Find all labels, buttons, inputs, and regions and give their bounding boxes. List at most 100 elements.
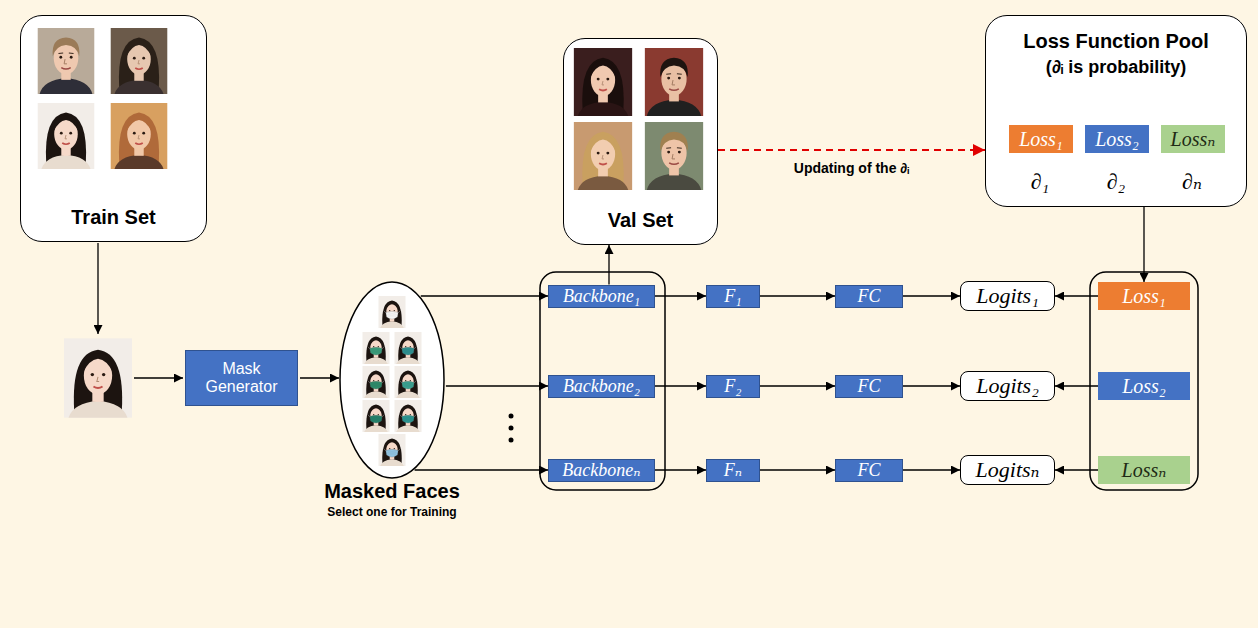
masked-face: [378, 296, 405, 328]
val-set-panel: [563, 38, 718, 245]
arrow-connector: [1055, 469, 1098, 470]
arrow-connector: [1055, 385, 1098, 386]
loss-box: Loss₁: [1098, 282, 1190, 310]
masked-face: [378, 434, 405, 466]
loss-box: Lossₙ: [1161, 125, 1225, 153]
arrow-connector: [1055, 295, 1098, 296]
backbone-box: Backbone₂: [548, 375, 655, 398]
arrow-connector: [903, 385, 960, 386]
train-set-panel: [20, 15, 207, 242]
fc-box: FC: [835, 375, 903, 398]
loss-box: Loss₂: [1098, 372, 1190, 400]
loss-box: Lossₙ: [1098, 456, 1190, 484]
node-label: Lossₙ: [1171, 128, 1216, 151]
process-box: Mask Generator: [185, 350, 298, 406]
arrow-connector: [760, 469, 835, 470]
arrow-connector: [903, 295, 960, 296]
node-label: Masked Faces: [324, 480, 460, 503]
node-label: Lossₙ: [1122, 459, 1167, 482]
node-label: Select one for Training: [327, 505, 456, 519]
node-label: Backbone₁: [563, 286, 640, 307]
node-label: F₁: [724, 286, 741, 307]
node-label: Loss₁: [1019, 128, 1063, 151]
arrow-connector: [718, 149, 985, 151]
arrow-connector: [903, 469, 960, 470]
face-photo: [38, 28, 95, 94]
probability-symbol: ∂₂: [1107, 169, 1126, 195]
node-label: Val Set: [608, 209, 674, 232]
arrow-connector: [421, 295, 548, 296]
node-label: FC: [857, 376, 880, 397]
node-label: Loss Function Pool: [1023, 30, 1209, 53]
arrow-connector: [760, 295, 835, 296]
node-label: Loss₁: [1122, 285, 1166, 308]
edge-label: Updating of the ∂ᵢ: [791, 160, 912, 176]
arrow-connector: [446, 385, 548, 386]
flow-arrow: [97, 243, 98, 334]
arrow-connector: [655, 385, 706, 386]
masked-face: [362, 400, 389, 432]
flow-arrow: [134, 377, 183, 378]
masked-face-set: [362, 296, 421, 466]
masked-face: [394, 400, 421, 432]
face-photo: [38, 103, 95, 169]
masked-faces-fill: [340, 282, 444, 478]
probability-symbol: ∂₁: [1031, 169, 1050, 195]
backbone-box: Backbone₁: [548, 285, 655, 308]
input-face-photo: [64, 338, 132, 417]
node-label: Logits₂: [976, 373, 1039, 398]
face-photo: [574, 48, 632, 116]
ellipsis-dot: [509, 426, 514, 431]
node-label: Backbone₂: [563, 376, 640, 397]
dataset-panel: Train Set: [20, 15, 207, 242]
node-label: Backboneₙ: [562, 460, 640, 481]
masked-faces-ellipse: Masked FacesSelect one for Training: [317, 280, 467, 520]
node-label: FC: [857, 460, 880, 481]
feature-box: F₁: [706, 285, 760, 308]
node-label: FC: [857, 286, 880, 307]
feature-box: F₂: [706, 375, 760, 398]
node-label: (∂ᵢ is probability): [1046, 57, 1186, 78]
fc-box: FC: [835, 285, 903, 308]
arrow-connector: [608, 245, 609, 285]
masked-face: [362, 366, 389, 398]
face-photo: [645, 122, 703, 190]
feature-box: Fₙ: [706, 459, 760, 482]
fc-box: FC: [835, 459, 903, 482]
node-label: Logits₁: [976, 283, 1039, 308]
logits-box: Logitsₙ: [960, 455, 1055, 485]
node-label: Loss₂: [1095, 128, 1139, 151]
logits-box: Logits₂: [960, 371, 1055, 401]
backbone-box: Backboneₙ: [548, 459, 655, 482]
ellipsis-dot: [509, 414, 514, 419]
node-label: Train Set: [71, 206, 155, 229]
node-label: Fₙ: [724, 460, 742, 481]
masked-face: [362, 332, 389, 364]
dataset-panel: Val Set: [563, 38, 718, 245]
arrow-connector: [655, 469, 706, 470]
loss-pool-panel: [985, 15, 1247, 207]
arrow-connector: [1143, 207, 1144, 282]
face-photo: [574, 122, 632, 190]
loss-group-bracket: [1090, 272, 1198, 490]
ellipse-outline: [340, 282, 444, 478]
logits-box: Logits₁: [960, 281, 1055, 311]
arrow-connector: [415, 469, 548, 470]
arrow-connector: [655, 295, 706, 296]
node-label: Logitsₙ: [976, 457, 1040, 482]
ellipsis-dot: [509, 438, 514, 443]
node-label: Loss₂: [1122, 375, 1166, 398]
ellipse-outline: [338, 280, 446, 480]
node-label: F₂: [724, 376, 741, 397]
face-photo: [111, 28, 168, 94]
loss-box: Loss₂: [1085, 125, 1149, 153]
masked-face: [394, 366, 421, 398]
backbone-group-bracket: [540, 272, 665, 490]
probability-symbol: ∂ₙ: [1182, 169, 1202, 195]
face-photo: [645, 48, 703, 116]
loss-box: Loss₁: [1009, 125, 1073, 153]
